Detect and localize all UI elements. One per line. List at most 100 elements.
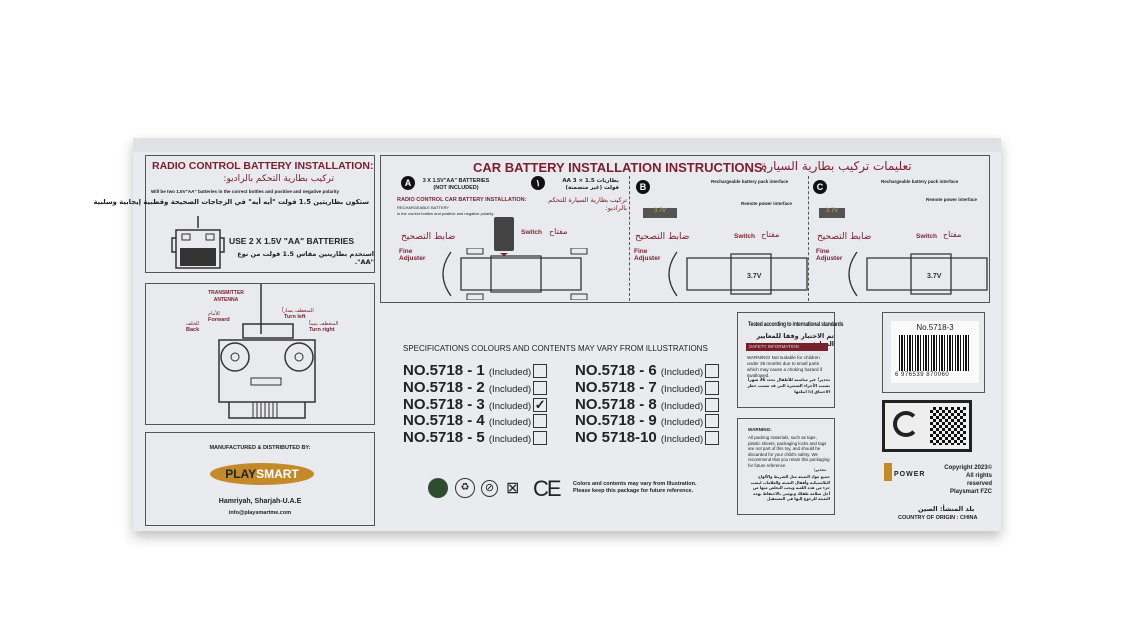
fine-adjuster-ar: ضابط التصحيح — [635, 232, 690, 242]
switch-label: Switch — [521, 229, 542, 236]
copyright: Copyright 2023© — [944, 465, 992, 471]
qr-panel — [882, 400, 972, 452]
svg-text:3.7V: 3.7V — [747, 273, 762, 280]
origin-ar: بلد المنشأ: الصين — [918, 505, 975, 513]
model-checkbox — [533, 414, 548, 429]
model-item: NO.5718 - 7 (Included) — [575, 378, 720, 396]
barcode-label: No.5718-3 6 976539 870060 — [891, 321, 979, 383]
transmitter-battery-icon — [171, 216, 225, 269]
step-a-badge: A — [401, 176, 415, 190]
model-item: NO.5718 - 6 (Included) — [575, 362, 720, 379]
step-a-sub2: RECHARGEABLE BATTERY — [397, 205, 450, 210]
included-label: (Included) — [488, 367, 532, 378]
radio-use: USE 2 X 1.5V "AA" BATTERIES — [229, 236, 355, 246]
turn-right-label: Turn right — [309, 327, 335, 333]
model-number: NO.5718 - 5 — [403, 429, 485, 447]
included-label: (Included) — [660, 417, 704, 429]
green-dot-icon — [428, 478, 448, 498]
included-label: (Included) — [488, 383, 532, 395]
model-number: NO.5718 - 7 — [575, 378, 657, 396]
barcode-bars — [899, 335, 971, 371]
radio-desc-ar: ستكون بطاريتين 1.5 فولت "أيه أيه" في الز… — [93, 198, 370, 206]
copyright-block: Copyright 2023© All rights reserved Play… — [940, 464, 992, 496]
step-c-badge: C — [813, 180, 827, 194]
brand-c-icon — [893, 411, 919, 437]
spec-note-2: Please keep this package for future refe… — [573, 488, 694, 494]
included-label: (Included) — [660, 400, 704, 412]
car-title: CAR BATTERY INSTALLATION INSTRUCTIONS: — [473, 160, 767, 175]
step-a-sub: RADIO CONTROL CAR BATTERY INSTALLATION: — [397, 197, 527, 203]
playsmart-logo: PLAYSMART — [210, 463, 314, 485]
turn-right-ar: المنعطف يميناً — [309, 321, 339, 327]
included-label: (Included) — [660, 383, 704, 395]
manufacturer-label: MANUFACTURED & DISTRIBUTED BY: — [209, 445, 311, 451]
model-item: NO.5718 - 2 (Included) — [403, 378, 548, 396]
switch-ar: مفتاح — [761, 230, 780, 239]
step-a-sub3: in the correct bottles and positive and … — [397, 211, 494, 216]
safety-warning: WARNING! Not suitable for children under… — [747, 355, 823, 378]
model-item: NO.5718 - 4 (Included) — [403, 412, 548, 429]
model-item: NO.5718 - 8 (Included) — [575, 396, 720, 413]
ce-mark: CE — [533, 476, 562, 501]
model-number: NO.5718 - 3 — [403, 395, 485, 413]
model-number: NO.5718 - 6 — [575, 362, 657, 379]
packing-warning-text: All packing materials, such as tape, pla… — [748, 435, 830, 468]
manufacturer-panel: MANUFACTURED & DISTRIBUTED BY: PLAYSMART… — [145, 432, 375, 526]
model-checkbox — [705, 380, 720, 395]
transmitter-panel: TRANSMITTER ANTENNA للأمام Forward للخلف… — [145, 283, 375, 425]
included-label: (Included) — [488, 400, 532, 412]
car-chassis-b: 3.7V — [668, 251, 808, 297]
svg-text:3.7V: 3.7V — [927, 273, 942, 280]
included-label: (Included) — [660, 367, 704, 378]
fine-adjuster-label: Fine Adjuster — [399, 248, 426, 262]
packing-warning-title: WARNING: — [748, 427, 772, 432]
fine-adjuster-ar: ضابط التصحيح — [817, 232, 872, 242]
safety-panel: Tested according to international standa… — [737, 312, 843, 408]
switch-ar: مفتاح — [943, 230, 962, 239]
forward-label: Forward — [208, 317, 230, 323]
power-logo: POWER — [884, 463, 932, 481]
company: Playsmart FZC — [949, 489, 992, 495]
weee-bin-icon: ⊠ — [506, 480, 520, 497]
safety-title: Tested according to international standa… — [748, 321, 844, 328]
back-ar: للخلف — [186, 321, 200, 327]
radio-title-ar: تركيب بطارية التحكم بالراديو: — [223, 174, 334, 184]
packing-warning-panel: WARNING: All packing materials, such as … — [737, 418, 835, 515]
model-item: NO 5718-10 (Included) — [575, 429, 720, 446]
address: Hamriyah, Sharjah-U.A.E — [218, 498, 302, 505]
model-checkbox: ✓ — [533, 396, 548, 412]
car-battery-panel: CAR BATTERY INSTALLATION INSTRUCTIONS: ت… — [380, 155, 990, 303]
included-label: (Included) — [488, 417, 532, 429]
safety-warning-ar: تحذير! غير مناسبة للأطفال تحت 36 شهراً ب… — [747, 377, 830, 394]
radio-title: RADIO CONTROL BATTERY INSTALLATION: — [152, 160, 374, 172]
model-number: NO.5718 - 9 — [575, 412, 657, 430]
radio-battery-panel: RADIO CONTROL BATTERY INSTALLATION: تركي… — [94, 155, 375, 273]
origin: COUNTRY OF ORIGIN : CHINA — [898, 515, 978, 521]
model-checkbox — [533, 364, 548, 379]
radio-use-ar: استخدم بطاريتين مقاس 1.5 فولت من نوع "AA… — [237, 250, 374, 266]
model-number: NO.5718 - 2 — [403, 378, 485, 396]
radio-desc: Will be two 1.5V"AA" batteries in the co… — [151, 189, 340, 194]
logo-play: PLAY — [225, 467, 257, 481]
fine-adjuster-label: Fine Adjuster — [816, 248, 843, 262]
battery-pack-c: 3.7V — [819, 208, 845, 218]
car-title-ar: تعليمات تركيب بطارية السيارة — [761, 159, 912, 173]
back-label: Back — [186, 327, 200, 333]
safety-bar-ar: معلومات السلامة — [793, 352, 825, 357]
battery-pack-b: 3.7V — [643, 208, 677, 218]
model-checkbox — [533, 380, 548, 395]
model-checkbox — [705, 414, 720, 429]
step-b-badge: B — [636, 180, 650, 194]
packing-warning-title-ar: تحذير: — [813, 467, 826, 472]
packing-warning-text-ar: جميع مواد التعبئة مثل الشريط والألواح ال… — [750, 474, 830, 502]
logo-smart: SMART — [256, 467, 299, 481]
turn-left-label: Turn left — [284, 314, 306, 320]
switch-ar: مفتاح — [549, 227, 568, 236]
remote-label-c: Remote power interface — [926, 197, 978, 202]
switch-label: Switch — [916, 233, 937, 240]
step-a-sub-ar: تركيب بطارية السيارة للتحكم بالراديو: — [548, 196, 627, 212]
remote-label-b: Remote power interface — [741, 201, 793, 206]
car-chassis-a — [442, 248, 588, 300]
spec-heading: SPECIFICATIONS COLOURS AND CONTENTS MAY … — [403, 344, 708, 353]
included-label: (Included) — [660, 434, 704, 446]
